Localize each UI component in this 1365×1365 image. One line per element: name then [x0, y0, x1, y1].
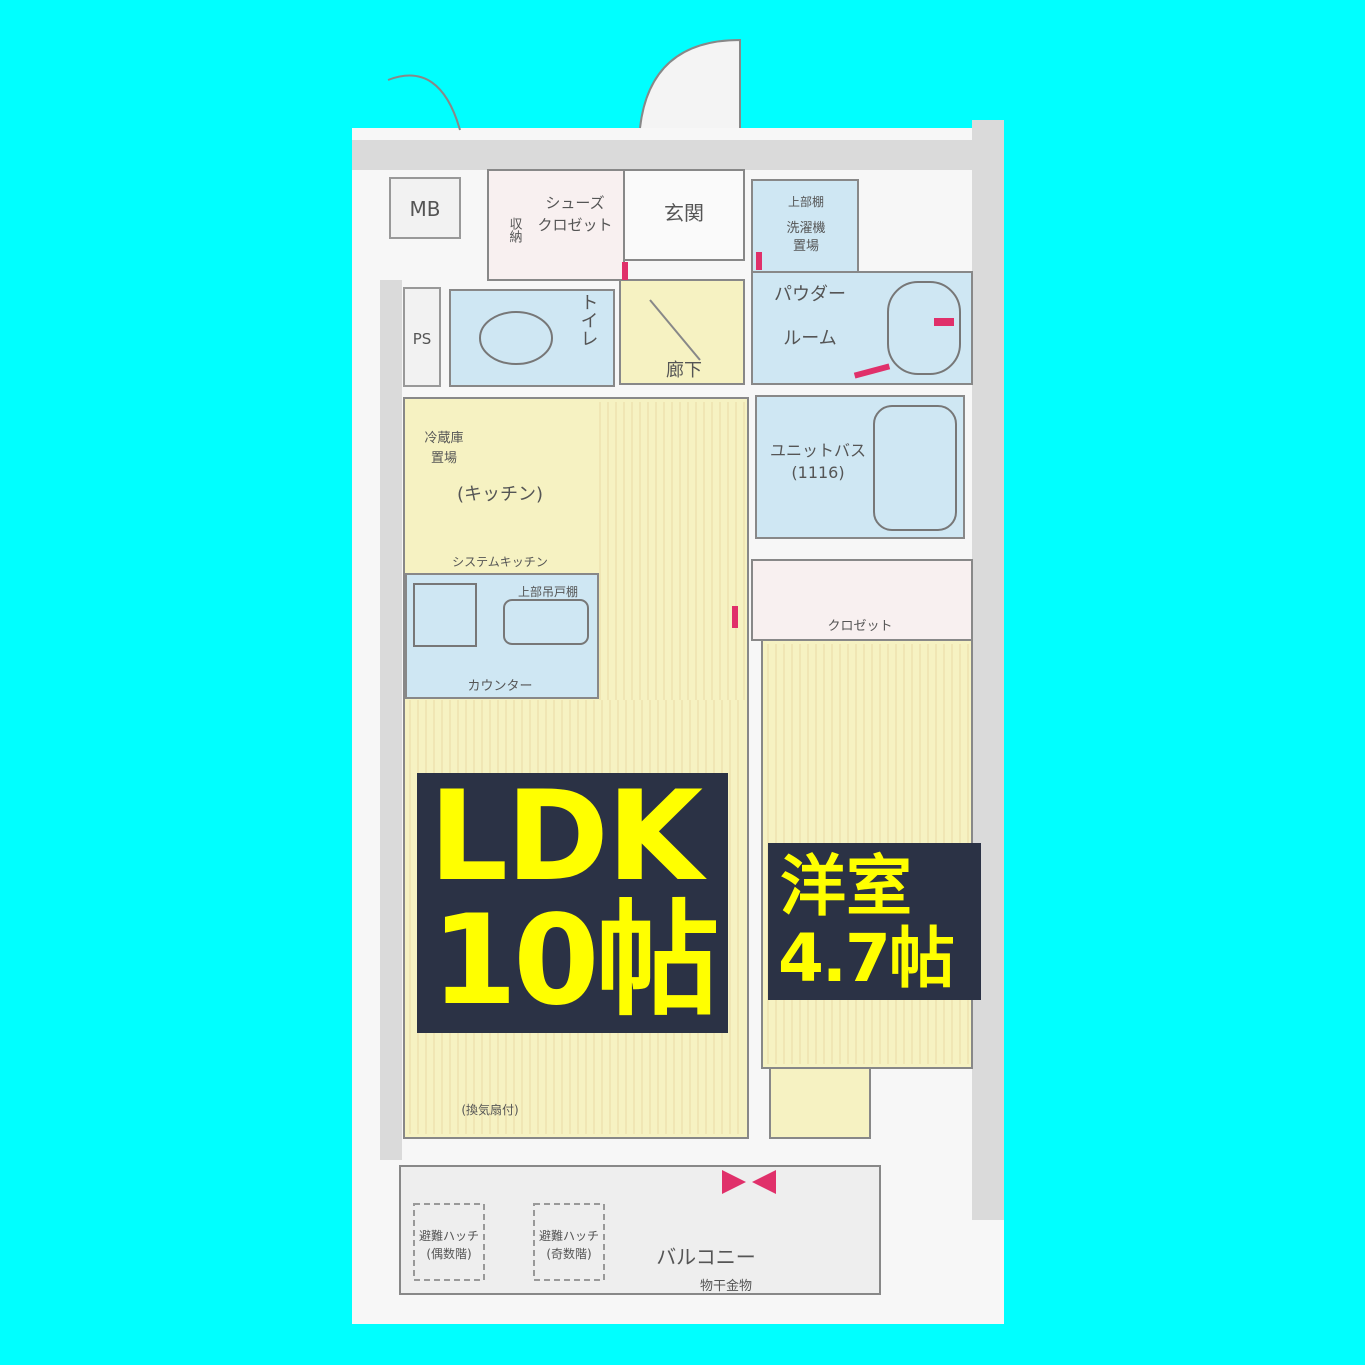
ventilation-label: (換気扇付): [461, 1102, 518, 1117]
shoes-closet-label-2: クロゼット: [537, 216, 612, 234]
mb-box: [389, 177, 461, 239]
door-arc-left: [387, 74, 461, 131]
kitchen-label: (キッチン): [457, 484, 543, 505]
unit-bath-label-1: ユニットバス: [770, 441, 866, 460]
shoes-closet-label-1: シューズ: [545, 194, 604, 212]
system-kitchen-label: システムキッチン: [452, 555, 548, 569]
hatch-2-label-b: (奇数階): [546, 1246, 591, 1261]
shoes-closet: [487, 169, 625, 281]
sink-basin: [887, 281, 961, 375]
western-badge-line1: 洋室: [780, 848, 912, 925]
bathtub: [873, 405, 957, 531]
powder-label-2: ルーム: [783, 328, 836, 349]
western-badge-line2: 4.7帖: [778, 920, 955, 997]
wall-right: [972, 120, 1004, 1220]
storage-left-label: 収納: [507, 217, 523, 244]
door-arc-entry: [639, 38, 741, 129]
unit-bath-label-2: (1116): [791, 463, 844, 482]
ps-label: PS: [413, 330, 432, 348]
entrance-label: 玄関: [664, 201, 704, 225]
balcony: [399, 1165, 881, 1295]
closet-label: クロゼット: [827, 619, 892, 634]
upper-cabinet-label: 上部棚: [788, 194, 824, 209]
accent-markers: [622, 252, 954, 1194]
wall-left: [380, 280, 402, 1160]
hatch-2: [533, 1203, 605, 1281]
fridge-label-2: 置場: [431, 451, 457, 466]
counter-label: カウンター: [467, 679, 532, 694]
hatch-1-label-a: 避難ハッチ: [419, 1228, 479, 1243]
hallway-door-line: [649, 299, 701, 361]
stove: [413, 583, 477, 647]
ldk-badge: LDK 10帖: [417, 767, 728, 1033]
hallway: [619, 279, 745, 385]
hatch-1-label-b: (偶数階): [426, 1246, 471, 1261]
toilet-bowl: [479, 311, 553, 365]
laundry-hardware-label: 物干金物: [700, 1278, 752, 1294]
washer-label-1: 洗濯機: [786, 221, 825, 236]
powder-room: [751, 271, 973, 385]
mb-label: MB: [410, 197, 441, 221]
kitchen-counter: [405, 573, 599, 699]
washer-label-2: 置場: [793, 239, 819, 254]
ps-box: [403, 287, 441, 387]
hatch-1: [413, 1203, 485, 1281]
fridge-label-1: 冷蔵庫: [424, 431, 463, 446]
ldk-badge-line1: LDK: [429, 765, 703, 909]
entrance: [623, 169, 745, 261]
ldk-badge-line2: 10帖: [431, 889, 720, 1033]
hatch-2-label-a: 避難ハッチ: [539, 1228, 599, 1243]
hallway-label: 廊下: [666, 360, 702, 381]
western-room-lower: [769, 1067, 871, 1139]
sink: [503, 599, 589, 645]
balcony-label: バルコニー: [656, 1245, 756, 1269]
toilet-room: [449, 289, 615, 387]
corridor-top: [352, 140, 972, 170]
western-room-badge: 洋室 4.7帖: [768, 843, 981, 1000]
unit-bath: [755, 395, 965, 539]
powder-label-1: パウダー: [774, 284, 846, 305]
toilet-label: トイレ: [578, 293, 599, 347]
upper-cupboard-label: 上部吊戸棚: [518, 584, 578, 599]
